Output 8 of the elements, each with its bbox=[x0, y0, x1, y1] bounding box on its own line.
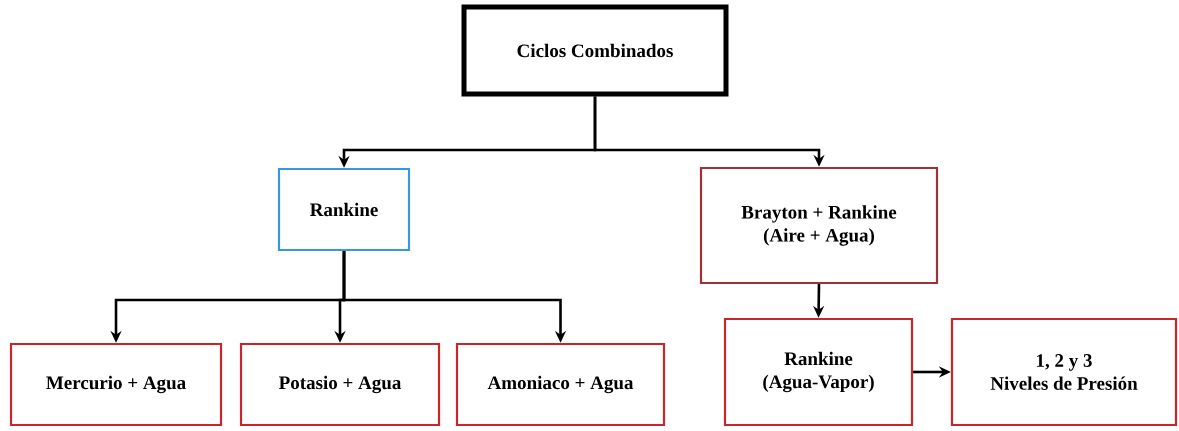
process-box: Mercurio + Agua bbox=[9, 342, 223, 427]
process-box: Ciclos Combinados bbox=[461, 4, 729, 97]
process-box: Rankine bbox=[277, 167, 411, 252]
process-box: Potasio + Agua bbox=[239, 342, 441, 427]
process-box: Rankine (Agua-Vapor) bbox=[723, 317, 914, 427]
process-box: 1, 2 y 3 Niveles de Presión bbox=[950, 317, 1178, 427]
process-box: Brayton + Rankine (Aire + Agua) bbox=[699, 166, 939, 285]
process-box: Amoniaco + Agua bbox=[455, 342, 666, 427]
